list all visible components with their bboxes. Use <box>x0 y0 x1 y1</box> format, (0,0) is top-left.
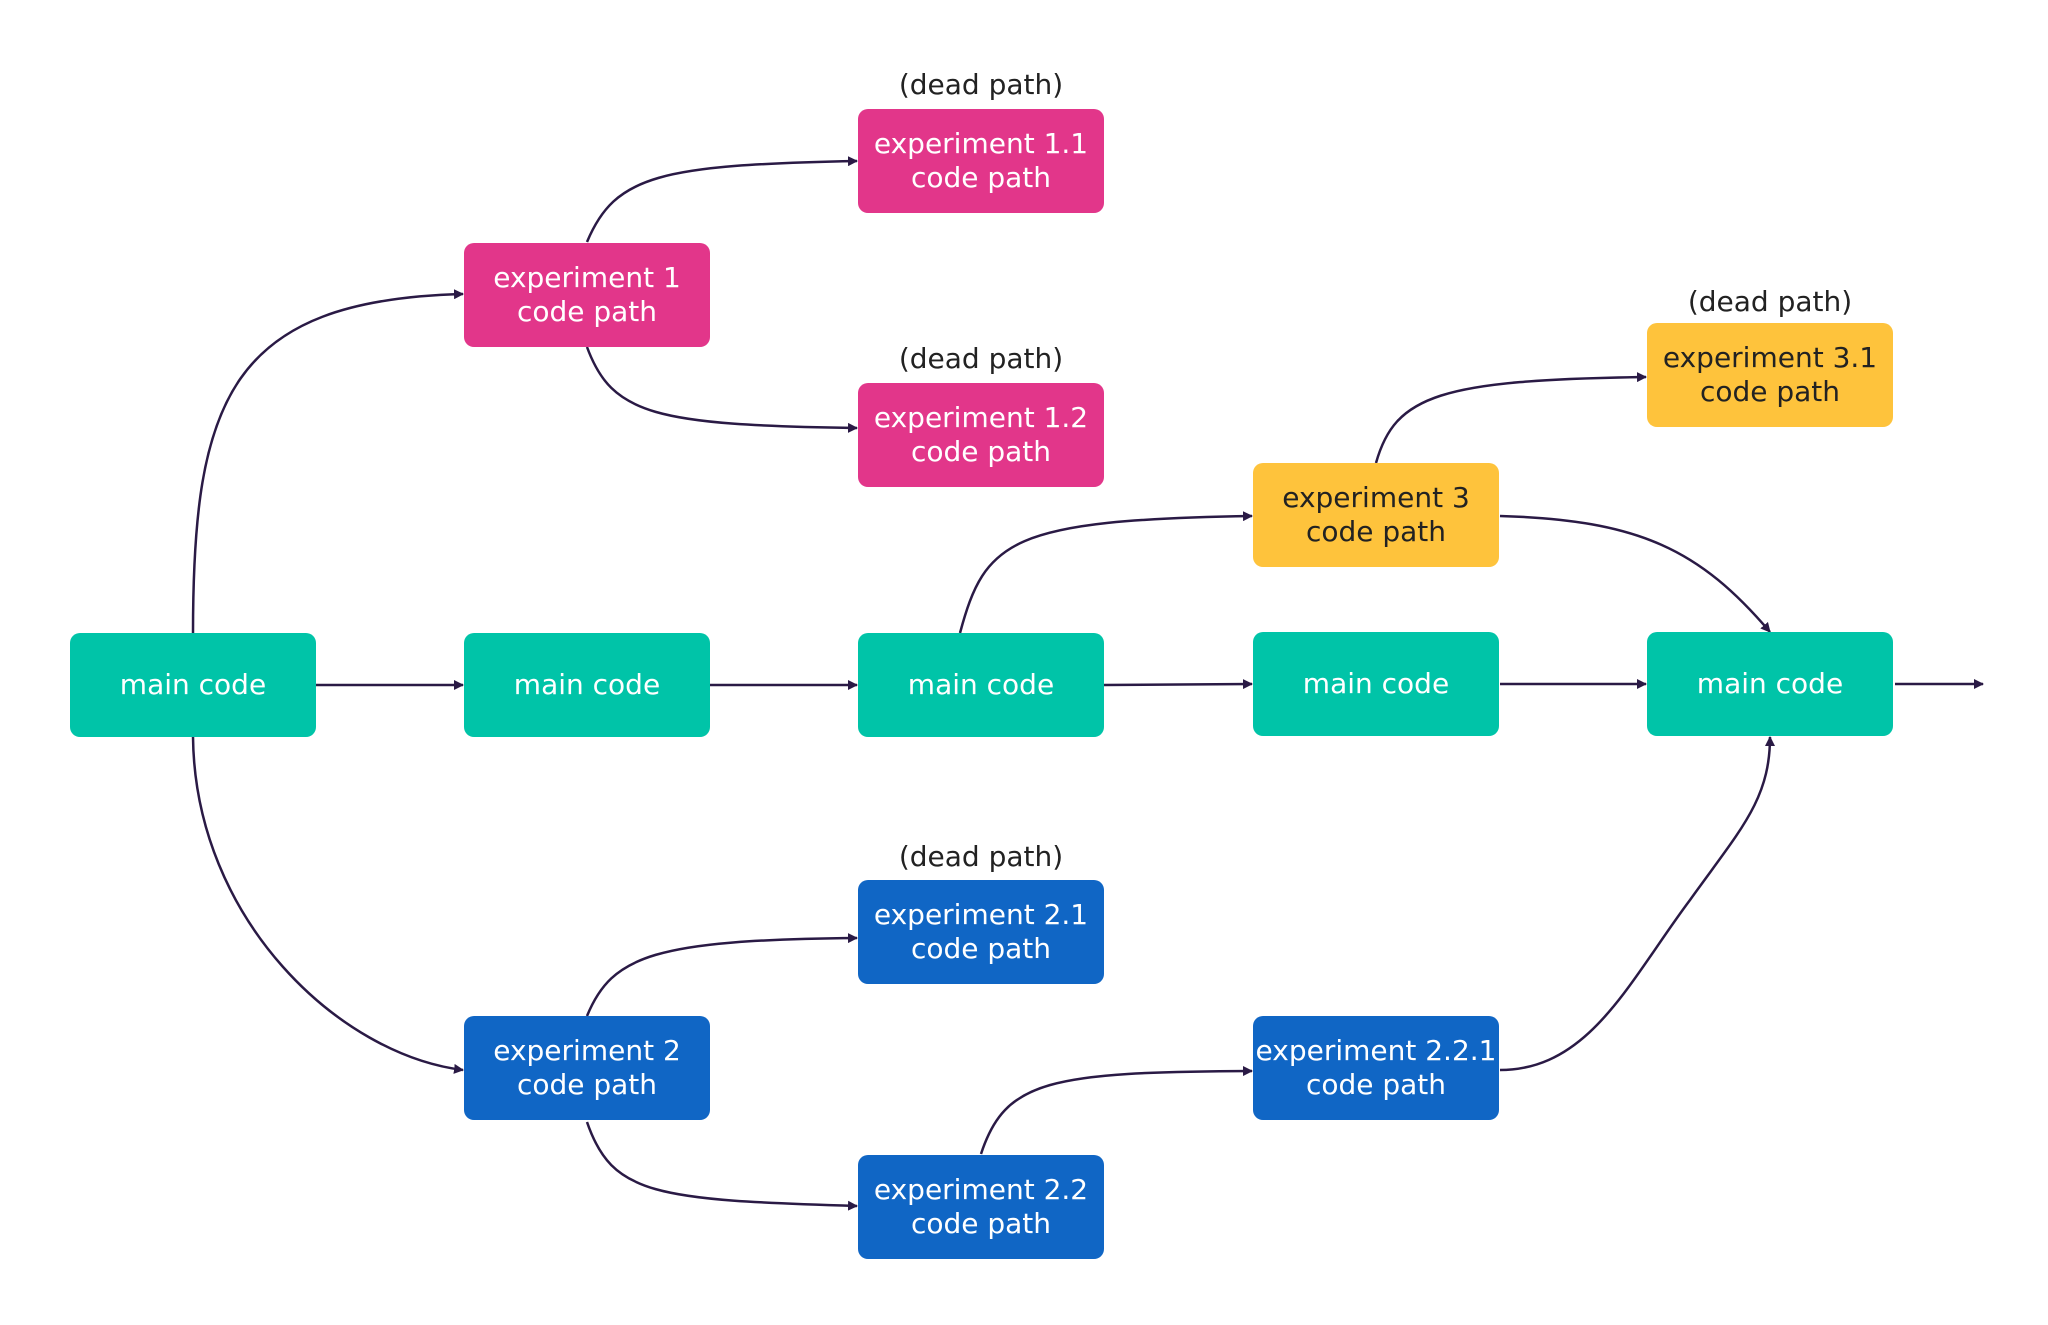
edge-exp1-exp11 <box>585 156 858 243</box>
dead-path-label-exp12: (dead path) <box>898 342 1064 375</box>
node-label-line-1: experiment 2.2.1 <box>1255 1034 1497 1067</box>
main-code-node-3: main code <box>858 633 1104 737</box>
node-label-line-1: experiment 1.2 <box>873 401 1089 434</box>
edge-exp221-main5 <box>1499 736 1775 1072</box>
main-code-node-4: main code <box>1253 632 1499 736</box>
edge-main3-exp3 <box>958 511 1253 634</box>
node-label-line-1: experiment 1.1 <box>873 127 1089 160</box>
node-label-line-2: code path <box>910 932 1052 965</box>
experiment-2-node: experiment 2 code path <box>464 1016 710 1120</box>
main-code-node-5: main code <box>1647 632 1893 736</box>
dead-path-label-exp21: (dead path) <box>898 840 1064 873</box>
node-label-line-2: code path <box>910 1207 1052 1240</box>
node-label-line-2: code path <box>1699 375 1841 408</box>
edge-main3-main4 <box>1103 679 1253 690</box>
experiment-1-node: experiment 1 code path <box>464 243 710 347</box>
edge-exp22-exp221 <box>979 1066 1253 1155</box>
node-label: main code <box>1302 667 1450 700</box>
node-label-line-1: experiment 3 <box>1282 481 1470 514</box>
edge-exp2-exp22 <box>585 1121 858 1211</box>
node-label: main code <box>907 668 1055 701</box>
edge-main1-exp2 <box>191 736 464 1074</box>
experiment-2-1-node: experiment 2.1 code path <box>858 880 1104 984</box>
edge-exp3-main5 <box>1499 514 1771 633</box>
node-label: main code <box>1696 667 1844 700</box>
node-label-line-1: experiment 3.1 <box>1662 341 1878 374</box>
edge-exp2-exp21 <box>585 933 858 1017</box>
node-label-line-1: experiment 1 <box>493 261 681 294</box>
main-code-node-2: main code <box>464 633 710 737</box>
node-label-line-2: code path <box>910 161 1052 194</box>
experiment-1-2-node: experiment 1.2 code path <box>858 383 1104 487</box>
node-label-line-2: code path <box>516 295 658 328</box>
dead-path-label-exp11: (dead path) <box>898 68 1064 101</box>
node-label-line-2: code path <box>516 1068 658 1101</box>
experiment-2-2-1-node: experiment 2.2.1 code path <box>1253 1016 1499 1120</box>
main-code-node-1: main code <box>70 633 316 737</box>
node-label-line-2: code path <box>910 435 1052 468</box>
edge-exp1-exp12 <box>585 346 858 433</box>
node-label-line-2: code path <box>1305 1068 1447 1101</box>
node-label-line-2: code path <box>1305 515 1447 548</box>
experiment-3-1-node: experiment 3.1 code path <box>1647 323 1893 427</box>
node-label: main code <box>119 668 267 701</box>
experiment-1-1-node: experiment 1.1 code path <box>858 109 1104 213</box>
dead-path-label-exp31: (dead path) <box>1687 285 1853 318</box>
experiment-2-2-node: experiment 2.2 code path <box>858 1155 1104 1259</box>
experiment-3-node: experiment 3 code path <box>1253 463 1499 567</box>
edge-main1-exp1 <box>191 289 464 634</box>
node-label-line-1: experiment 2.2 <box>873 1173 1089 1206</box>
edge-exp3-exp31 <box>1374 372 1647 464</box>
node-label-line-1: experiment 2.1 <box>873 898 1089 931</box>
node-label: main code <box>513 668 661 701</box>
node-label-line-1: experiment 2 <box>493 1034 681 1067</box>
